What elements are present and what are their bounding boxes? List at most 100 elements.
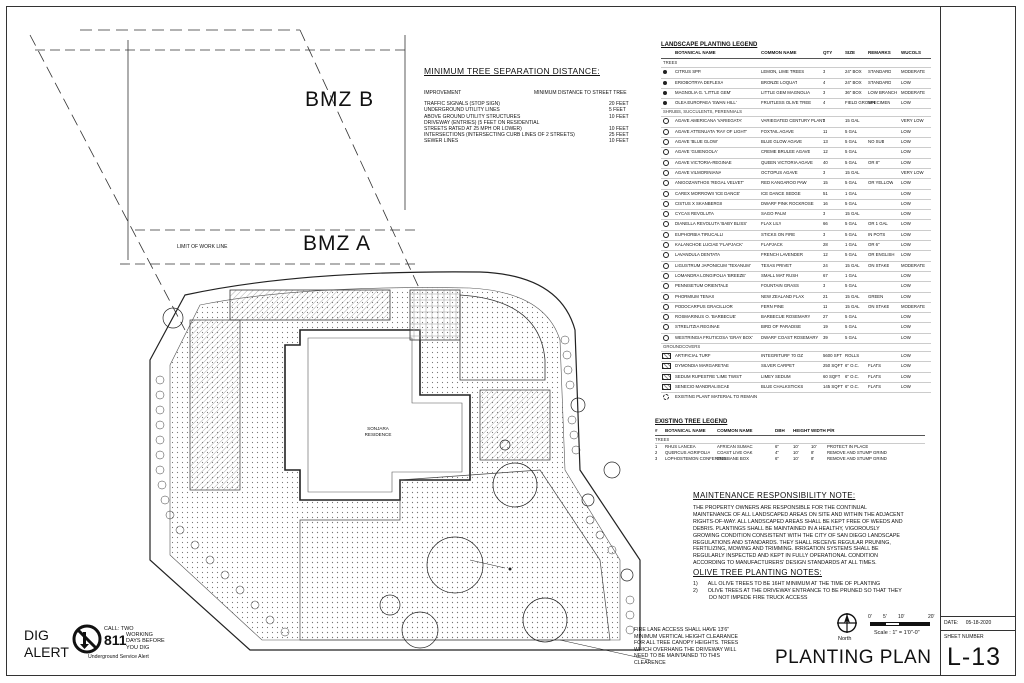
sheet-border bbox=[6, 6, 1016, 676]
legend-row: OLEA EUROPAEA 'SWAN HILL'FRUITLESS OLIVE… bbox=[661, 98, 931, 110]
legend-cell: TEXAS PRIVET bbox=[761, 262, 792, 268]
legend-cell: AGAVE 'BLUE GLOW' bbox=[675, 139, 718, 145]
groundcover-swatch bbox=[662, 363, 671, 370]
legend-cell: LOW bbox=[901, 363, 911, 369]
legend-cell: 3 bbox=[823, 69, 826, 75]
legend-cell: MODERATE bbox=[901, 262, 926, 268]
legend-cell: LOW bbox=[901, 353, 911, 359]
legend-cell: LEMON, LIME TREES bbox=[761, 69, 805, 75]
property-outline bbox=[149, 271, 641, 651]
existing-header-cell: # bbox=[655, 428, 658, 433]
separation-distance: 25 FEET bbox=[609, 132, 629, 139]
maintenance-line: MAINTENANCE OF ALL LANDSCAPED AREAS ON S… bbox=[693, 511, 904, 518]
legend-cell: 40 bbox=[823, 159, 828, 165]
existing-header-cell: WIDTH bbox=[811, 428, 826, 433]
separation-distance: 5 FEET bbox=[609, 107, 626, 114]
shrub-symbol bbox=[663, 211, 669, 218]
separation-row: STREETS RATED AT 25 MPH OR LOWER)10 FEET bbox=[424, 126, 639, 132]
shrub-symbol bbox=[663, 231, 669, 238]
legend-cell: 12 bbox=[823, 252, 828, 258]
existing-cell: 10' bbox=[793, 444, 799, 449]
legend-cell: 5 GAL bbox=[845, 324, 858, 330]
existing-header-cell: COMMON NAME bbox=[717, 428, 753, 433]
legend-cell: 15 GAL bbox=[845, 118, 860, 124]
separation-header-distance: MINIMUM DISTANCE TO STREET TREE bbox=[534, 90, 627, 96]
legend-cell: OCTOPUS AGAVE bbox=[761, 169, 798, 175]
legend-section: TREES bbox=[661, 59, 931, 69]
shrub-symbol bbox=[663, 303, 669, 310]
legend-cell: FLATS bbox=[868, 373, 882, 379]
separation-row: DRIVEWAY (ENTRIES) (5 FEET ON RESIDENTIA… bbox=[424, 120, 639, 126]
legend-cell: 19 bbox=[823, 324, 828, 330]
olive-tree-notes: OLIVE TREE PLANTING NOTES: 1)ALL OLIVE T… bbox=[693, 568, 933, 602]
shrub-symbol bbox=[663, 293, 669, 300]
scale-bar: 0' 5' 10' 20' Scale : 1" = 1'0"-0" bbox=[868, 614, 935, 636]
maintenance-line: ACCORDING TO MANUFACTURERS' DESIGN STAND… bbox=[693, 560, 877, 567]
tree-symbol bbox=[663, 90, 667, 95]
legend-cell: ROLLS bbox=[845, 353, 860, 359]
legend-cell: FOUNTAIN GRASS bbox=[761, 283, 799, 289]
legend-cell: MODERATE bbox=[901, 89, 926, 95]
legend-cell: 16 bbox=[823, 200, 828, 206]
legend-cell: LOW bbox=[901, 128, 911, 134]
legend-cell: NO SUB bbox=[868, 139, 885, 145]
legend-cell: FLAX LILY bbox=[761, 221, 782, 227]
legend-cell: DYMONDIA MARGARETAE bbox=[675, 363, 729, 369]
limit-of-work-label: LIMIT OF WORK LINE bbox=[177, 244, 228, 250]
fire-line: FOR ALL TREE CANOPY HEIGHTS. TREES bbox=[634, 640, 739, 646]
separation-improvement: STREETS RATED AT 25 MPH OR LOWER) bbox=[424, 125, 522, 132]
legend-cell: CISTUS X SKANBERGII bbox=[675, 200, 723, 206]
legend-cell: LOW bbox=[901, 139, 911, 145]
legend-cell: FLATS bbox=[868, 363, 882, 369]
existing-cell: 6" bbox=[775, 456, 779, 461]
maintenance-line: REGULARLY INSPECTED AND KEPT IN FULLY OP… bbox=[693, 553, 878, 560]
fire-lane-note: FIRE LANE ACCESS SHALL HAVE 13'6"MINIMUM… bbox=[634, 627, 754, 666]
legend-cell: LOW bbox=[901, 242, 911, 248]
existing-cell: BRISBANE BOX bbox=[717, 456, 749, 461]
legend-cell: LOW bbox=[901, 200, 911, 206]
separation-row: TRAFFIC SIGNALS (STOP SIGN)20 FEET bbox=[424, 101, 639, 107]
north-label: North bbox=[838, 636, 852, 642]
legend-cell: 13 bbox=[823, 139, 828, 145]
legend-cell: FLATS bbox=[868, 383, 882, 389]
shrub-symbol bbox=[663, 128, 669, 135]
olive-title: OLIVE TREE PLANTING NOTES: bbox=[693, 568, 823, 577]
driveway bbox=[299, 469, 611, 641]
shrub-symbol bbox=[663, 221, 669, 228]
planting-legend: LANDSCAPE PLANTING LEGEND BOTANICAL NAME… bbox=[661, 42, 933, 401]
bmz-a-label: BMZ A bbox=[303, 232, 372, 255]
title-block-divider bbox=[941, 616, 1016, 617]
legend-cell: FLAPJACK bbox=[761, 242, 783, 248]
legend-cell: 4 bbox=[823, 79, 826, 85]
legend-cell: STRELITZIA REGINAE bbox=[675, 324, 720, 330]
legend-cell: PODOCARPUS GRACILLIOR bbox=[675, 303, 733, 309]
legend-cell: 15 GAL bbox=[845, 262, 860, 268]
dig-word: DIG bbox=[24, 627, 49, 643]
legend-cell: OR 6" bbox=[868, 242, 880, 248]
shrub-symbol bbox=[663, 118, 669, 125]
existing-cell: QUERCUS AGRIFOLIA bbox=[665, 450, 711, 455]
legend-cell: LOW bbox=[901, 293, 911, 299]
shrub-symbol bbox=[663, 200, 669, 207]
legend-cell: LOW bbox=[901, 324, 911, 330]
legend-cell: 145 SQFT bbox=[823, 383, 843, 389]
legend-cell: LOW bbox=[901, 180, 911, 186]
legend-cell: 24 bbox=[823, 262, 828, 268]
legend-cell: DWARF PINK ROCKROSE bbox=[761, 200, 814, 206]
legend-cell: BARBECUE ROSEMARY bbox=[761, 314, 811, 320]
legend-cell: AGAVE VICTORIA-REGINAE bbox=[675, 159, 732, 165]
existing-cell: 6" bbox=[775, 444, 779, 449]
legend-cell: 27 bbox=[823, 314, 828, 320]
legend-cell: LIGUSTRUM JAPONICUM 'TEXANUM' bbox=[675, 262, 751, 268]
existing-cell: 2 bbox=[655, 450, 658, 455]
existing-cell: 10' bbox=[793, 450, 799, 455]
legend-cell: 6" O.C. bbox=[845, 363, 859, 369]
legend-row: CISTUS X SKANBERGII DWARF PINK ROCKROSE 16… bbox=[661, 199, 931, 211]
separation-title: MINIMUM TREE SEPARATION DISTANCE: bbox=[424, 66, 600, 76]
legend-cell: 5600 SFT bbox=[823, 353, 842, 359]
